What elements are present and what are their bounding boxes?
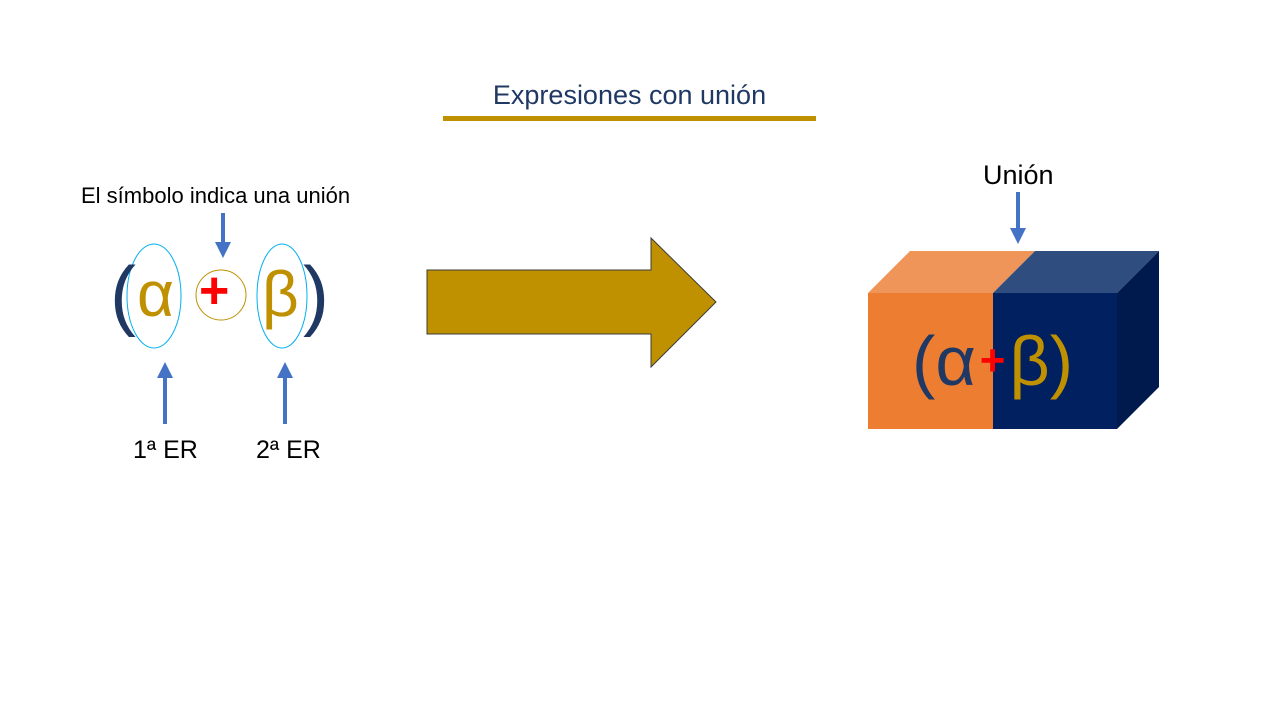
big-right-arrow: [426, 236, 717, 369]
cube-front-navy: [993, 293, 1117, 429]
alpha-symbol: α: [137, 258, 174, 330]
first-er-label: 1ª ER: [133, 436, 198, 464]
page-title: Expresiones con unión: [492, 80, 767, 110]
open-paren: (: [110, 250, 136, 338]
close-paren: ): [303, 250, 329, 338]
symbol-caption: El símbolo indica una unión: [81, 183, 351, 208]
cube-front-orange: [868, 293, 993, 429]
cube-open-paren: (: [912, 322, 936, 400]
union-label: Unión: [983, 160, 1054, 190]
beta-symbol: β: [262, 258, 299, 330]
cube-close-paren: ): [1049, 322, 1074, 400]
plus-symbol: +: [199, 262, 230, 320]
cube-alpha: α: [935, 322, 976, 400]
cube-top-orange: [868, 251, 1035, 293]
alpha-ellipse: [126, 243, 182, 349]
cube-side-navy: [1117, 251, 1159, 429]
cube-expression: (α+β): [912, 326, 1073, 396]
plus-circle: [195, 269, 247, 321]
title-underline: [443, 116, 816, 121]
cube-beta: β: [1009, 322, 1050, 400]
beta-ellipse: [256, 243, 308, 349]
cube-top-navy: [993, 251, 1159, 293]
second-er-label: 2ª ER: [256, 436, 321, 464]
cube-plus: +: [979, 336, 1006, 385]
